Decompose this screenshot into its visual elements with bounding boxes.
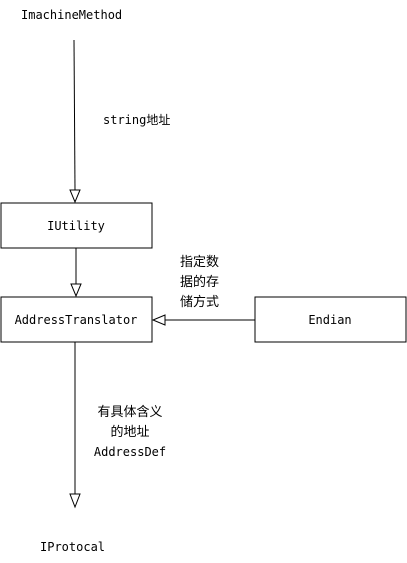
- iutility-label: IUtility: [47, 219, 105, 233]
- edge-label-endian-line-2: 据的存: [180, 274, 219, 290]
- arrowhead-into-translator-icon: [70, 283, 82, 298]
- edge-label-string-address: string地址: [103, 113, 170, 127]
- iprotocal-node[interactable]: IProtocal: [40, 540, 105, 554]
- endian-label: Endian: [308, 313, 351, 327]
- address-translator-label: AddressTranslator: [15, 313, 138, 327]
- arrowhead-from-endian-icon: [151, 314, 166, 326]
- edge-label-address-def-line-2: 的地址: [110, 424, 149, 440]
- address-translator-node[interactable]: [0, 296, 153, 343]
- endian-node[interactable]: [254, 296, 407, 343]
- edge-label-endian-line-3: 储方式: [180, 294, 219, 310]
- imachine-method-node[interactable]: ImachineMethod: [21, 8, 122, 22]
- edge-imachine-to-iutility: [73, 39, 76, 191]
- iutility-node[interactable]: [0, 202, 153, 249]
- edge-label-address-def-line-3: AddressDef: [94, 445, 166, 459]
- arrowhead-into-iutility-icon: [69, 189, 81, 204]
- arrowhead-into-iprotocal-icon: [69, 493, 81, 509]
- edge-label-endian-line-1: 指定数: [180, 255, 219, 270]
- edge-label-address-def-line-1: 有具体含义: [97, 404, 162, 420]
